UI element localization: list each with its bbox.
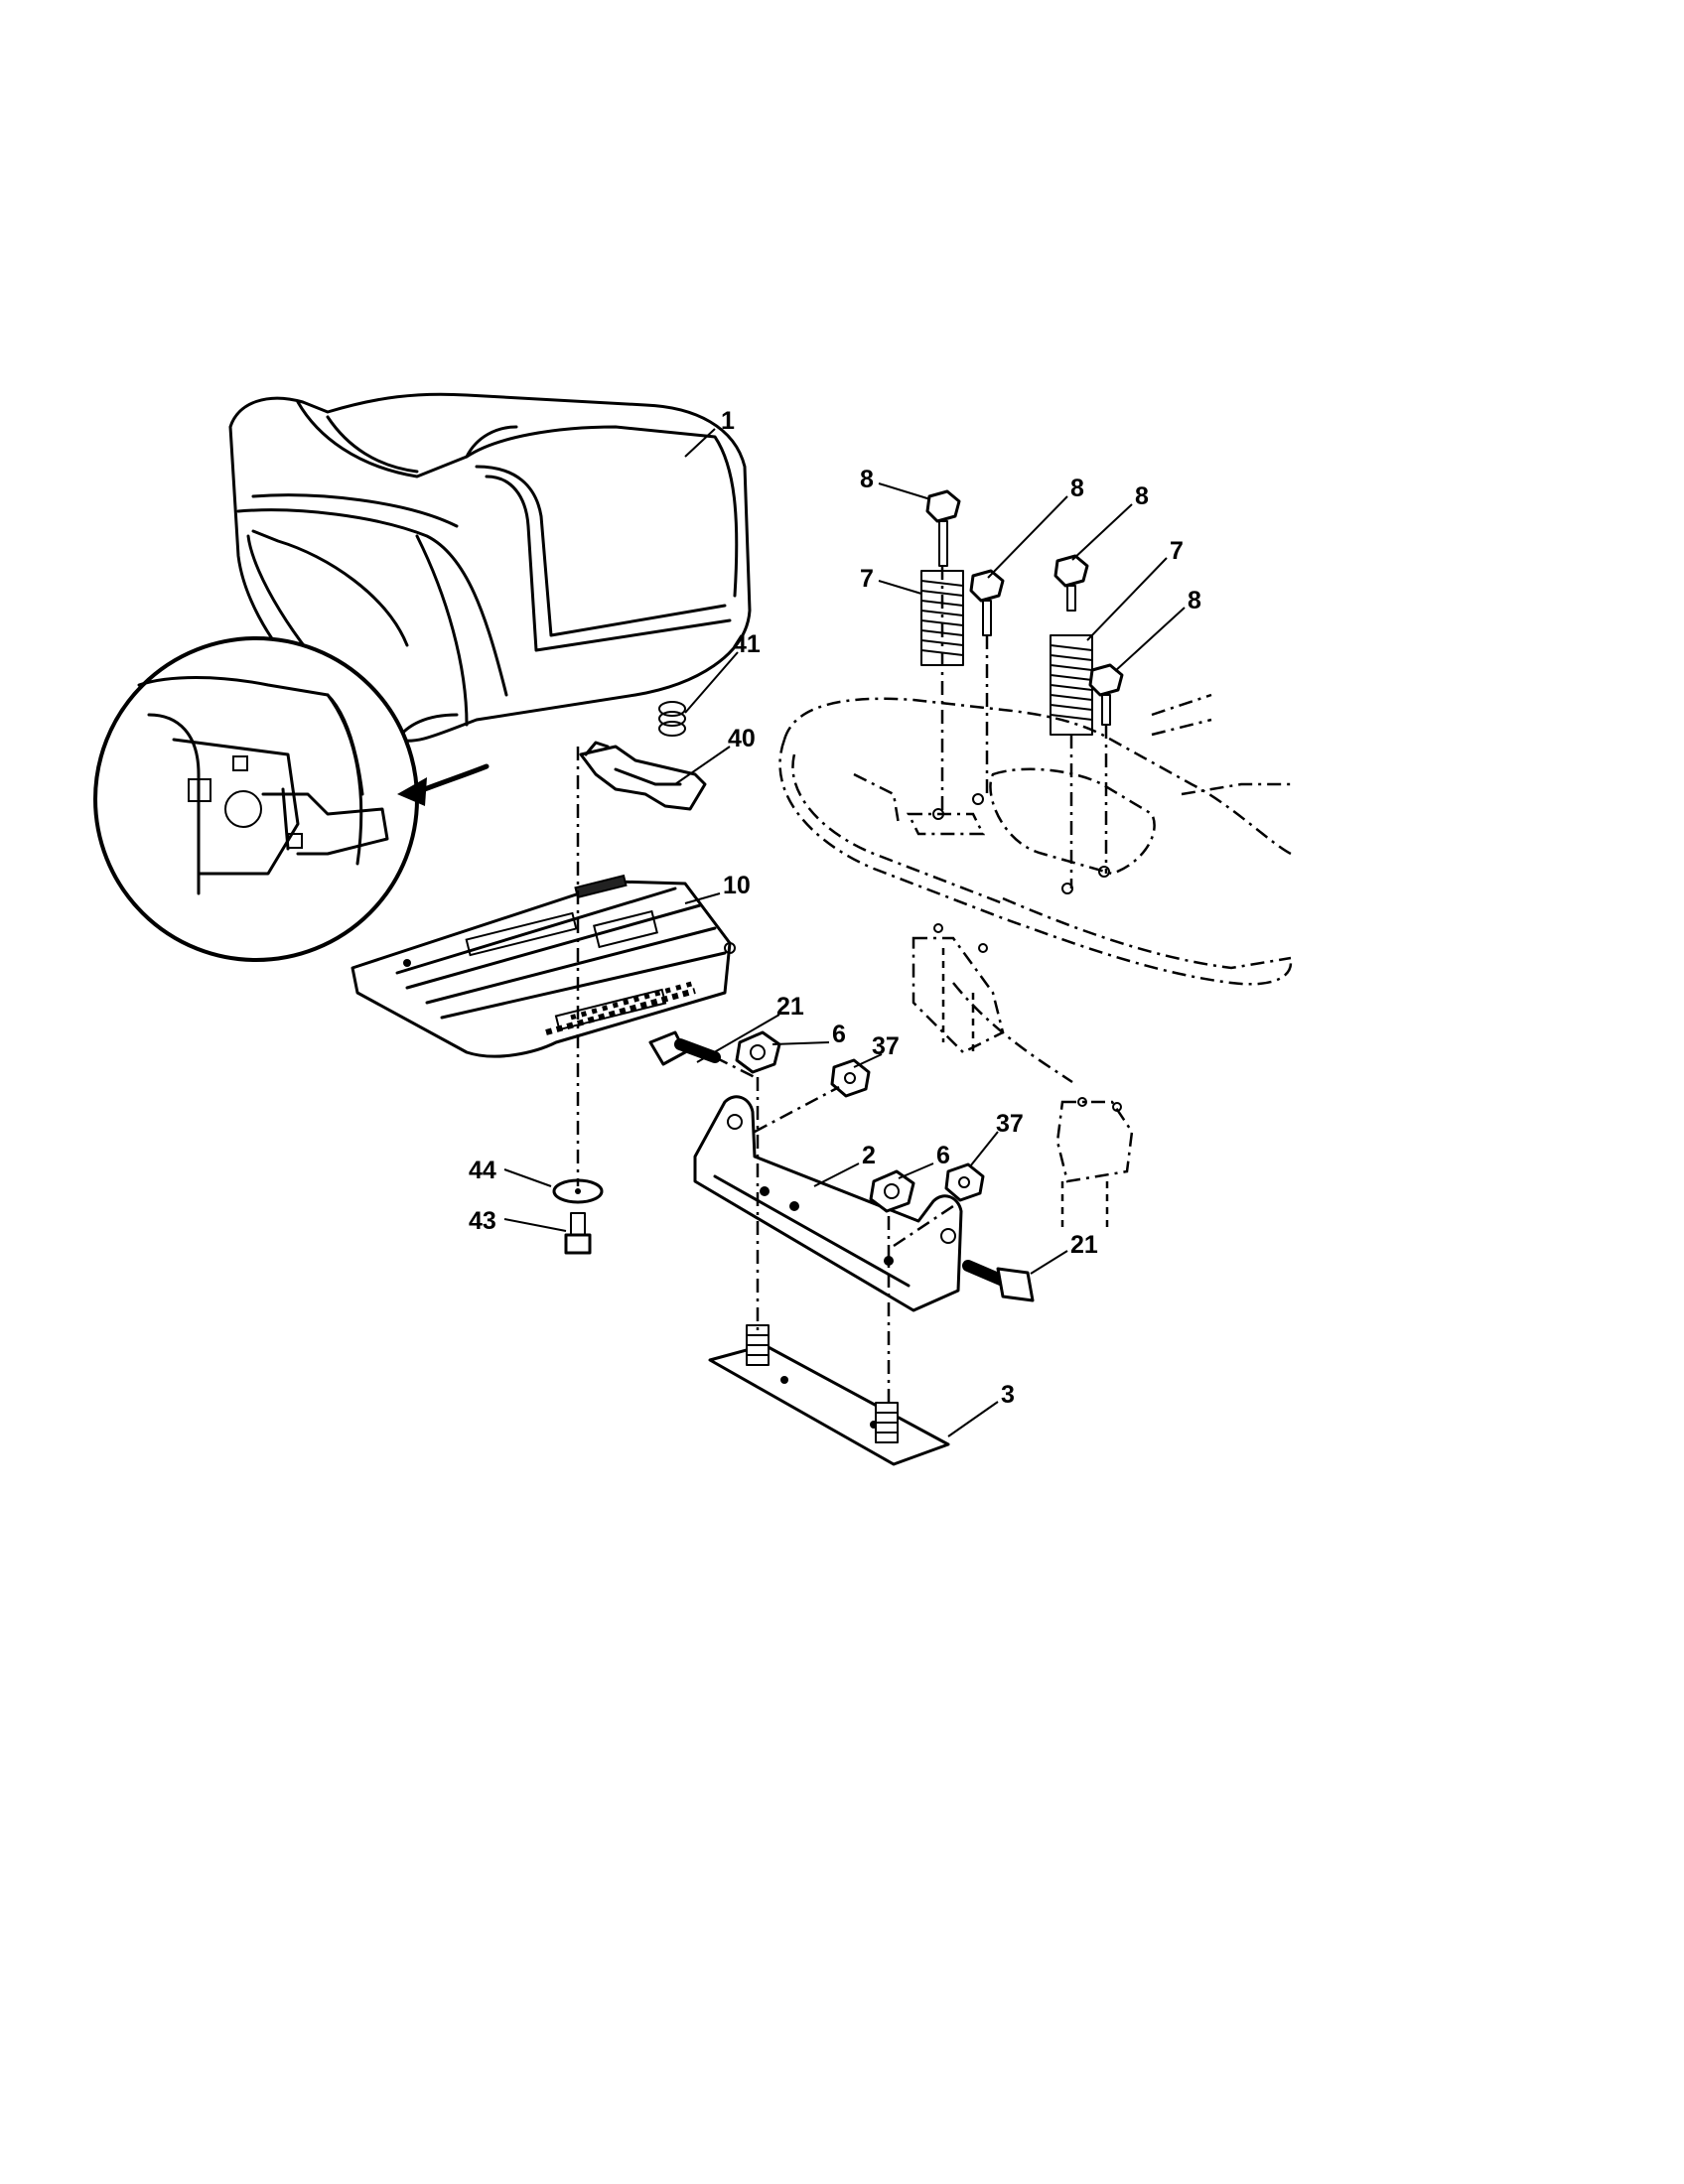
seat-pan-adjust-holes — [545, 980, 696, 1035]
callout-37a: 37 — [872, 1032, 900, 1060]
seat-latch-bracket-part — [579, 741, 707, 811]
hex-nut-part — [830, 1058, 871, 1098]
callout-7a: 7 — [860, 565, 874, 593]
seat-spring-part — [658, 701, 686, 737]
callout-6a: 6 — [832, 1021, 846, 1048]
callout-37b: 37 — [996, 1110, 1024, 1138]
callout-40: 40 — [728, 725, 756, 752]
lock-nut-part — [869, 1169, 915, 1213]
callout-7b: 7 — [1170, 537, 1184, 565]
hex-nut-part — [944, 1162, 985, 1202]
hex-bolt-part — [1053, 554, 1089, 612]
seat-mount-bracket-part — [693, 1095, 963, 1312]
callout-2: 2 — [862, 1142, 876, 1169]
callout-41: 41 — [733, 630, 761, 658]
stud-part — [875, 1402, 899, 1443]
detail-arrow — [397, 763, 490, 806]
callout-43: 43 — [469, 1207, 496, 1235]
detail-inset — [93, 636, 419, 962]
callout-8c: 8 — [1135, 482, 1149, 510]
suspension-spring-part — [920, 570, 964, 666]
leader-lines — [503, 428, 1186, 1437]
shoulder-bolt-part — [648, 1030, 721, 1066]
seat-part — [228, 392, 752, 743]
callout-8a: 8 — [860, 466, 874, 493]
lock-nut-part — [735, 1030, 781, 1074]
stud-part — [746, 1324, 770, 1366]
bolt-part — [564, 1212, 592, 1255]
callout-labels: 1 2 3 6 6 7 7 8 8 8 8 10 21 21 37 37 40 … — [469, 407, 1201, 1409]
hex-bolt-part — [1088, 663, 1124, 726]
callout-8b: 8 — [1070, 475, 1084, 502]
callout-44: 44 — [469, 1157, 496, 1184]
callout-6b: 6 — [936, 1142, 950, 1169]
callout-8d: 8 — [1188, 587, 1201, 614]
frame-phantom-outline — [778, 693, 1293, 1231]
callout-3: 3 — [1001, 1381, 1015, 1409]
callout-21b: 21 — [1070, 1231, 1098, 1259]
mount-plate-part — [708, 1324, 950, 1466]
callout-21a: 21 — [776, 993, 804, 1021]
callout-10: 10 — [723, 872, 751, 899]
seat-pan-part — [351, 874, 736, 1058]
shoulder-bolt-part — [962, 1260, 1035, 1302]
hex-bolt-part — [969, 569, 1005, 636]
assembly-centerlines — [576, 566, 1108, 1405]
callout-1: 1 — [721, 407, 735, 435]
hex-bolt-part — [925, 489, 961, 567]
